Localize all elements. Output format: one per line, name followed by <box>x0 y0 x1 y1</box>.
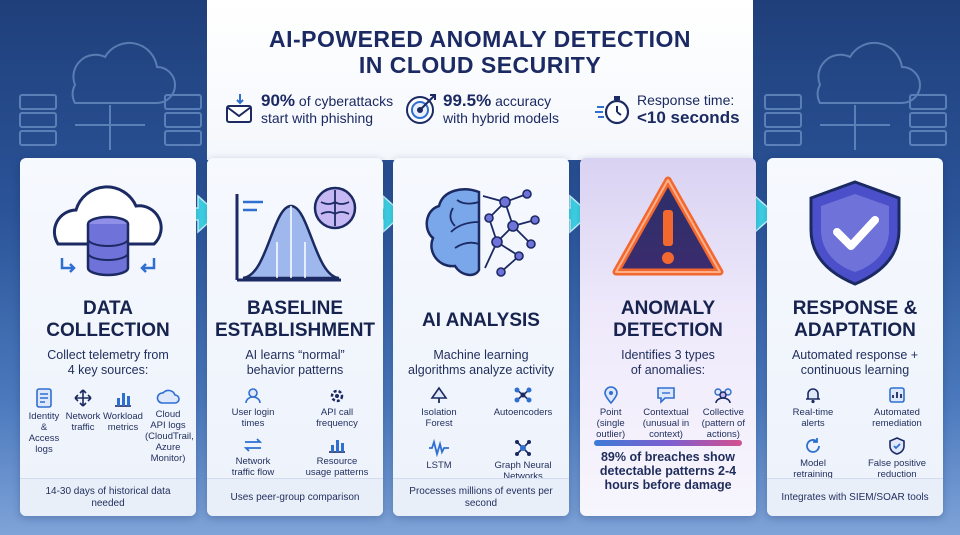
bar-chart-icon <box>115 393 131 407</box>
list-item: Automated remediation <box>857 386 937 429</box>
source-list: Identity & Access logs Network traffic W… <box>24 388 194 464</box>
list-item: API call frequency <box>298 388 376 429</box>
list-item: Real-time alerts <box>773 386 853 429</box>
gear-icon <box>330 389 344 403</box>
stat-response-time: Response time: <10 seconds <box>595 92 740 126</box>
document-icon <box>36 388 52 408</box>
tree-icon <box>430 386 448 403</box>
list-item: False positive reduction <box>857 437 937 480</box>
stopwatch-icon <box>595 96 630 125</box>
panel-baseline-establishment: BASELINE ESTABLISHMENT AI learns “normal… <box>207 158 383 516</box>
brain-network-icon <box>425 188 540 277</box>
server-cloud-background-icon <box>764 41 947 150</box>
pattern-list: User login times API call frequency Netw… <box>211 388 379 478</box>
breach-stat: 89% of breaches show detectable patterns… <box>599 450 737 492</box>
shield-check-icon <box>809 180 901 286</box>
panel-description: Collect telemetry from 4 key sources: <box>47 348 169 377</box>
bell-icon <box>806 388 820 404</box>
list-item: Collective (pattern of actions) <box>696 386 750 440</box>
cloud-icon <box>156 389 180 404</box>
panel-title: DATA COLLECTION <box>46 298 170 341</box>
panel-description: Identifies 3 types of anomalies: <box>621 348 715 377</box>
panel-anomaly-detection: ANOMALY DETECTION Identifies 3 types of … <box>580 158 756 516</box>
gradient-divider <box>594 440 742 446</box>
panel-footer: Integrates with SIEM/SOAR tools <box>767 478 943 516</box>
list-item: Workload metrics <box>103 388 143 464</box>
stat-accuracy: 99.5% accuracy with hybrid models <box>405 92 559 127</box>
list-item: LSTM <box>400 439 478 482</box>
page-title: AI-POWERED ANOMALY DETECTION IN CLOUD SE… <box>268 26 692 78</box>
network-arrows-icon <box>74 389 92 407</box>
nodes-icon <box>514 387 532 403</box>
bar-chart-icon <box>329 440 345 453</box>
bell-curve-brain-icon <box>235 186 357 282</box>
list-item: Cloud API logs (CloudTrail, Azure Monito… <box>145 388 194 464</box>
list-item: Network traffic <box>65 388 101 464</box>
list-item: Autoencoders <box>484 386 562 429</box>
graph-icon <box>515 440 531 456</box>
anomaly-type-list: Point (single outlier) Contextual (unusu… <box>584 386 752 440</box>
response-list: Real-time alerts Automated remediation M… <box>771 386 939 480</box>
cloud-database-icon <box>52 185 163 277</box>
panel-ai-analysis: AI ANALYSIS Machine learning algorithms … <box>393 158 569 516</box>
refresh-icon <box>806 438 820 453</box>
panel-description: AI learns “normal” behavior patterns <box>245 348 345 377</box>
panel-title: RESPONSE & ADAPTATION <box>792 298 918 341</box>
group-icon <box>714 388 733 404</box>
list-item: Identity & Access logs <box>25 388 63 464</box>
list-item: Network traffic flow <box>214 437 292 478</box>
list-item: Resource usage patterns <box>298 437 376 478</box>
algorithm-list: Isolation Forest Autoencoders LSTM Graph… <box>397 386 565 482</box>
server-cloud-background-icon <box>19 41 202 150</box>
panel-description: Machine learning algorithms analyze acti… <box>408 348 554 377</box>
panel-title: AI ANALYSIS <box>422 310 540 331</box>
panel-data-collection: DATA COLLECTION Collect telemetry from 4… <box>20 158 196 516</box>
location-pin-icon <box>603 386 618 404</box>
list-item: Graph Neural Networks <box>484 439 562 482</box>
target-icon <box>406 94 436 124</box>
panel-footer: Processes millions of events per second <box>393 478 569 516</box>
user-login-icon <box>245 388 261 404</box>
panel-footer: 14-30 days of historical data needed <box>20 478 196 516</box>
list-item: User login times <box>214 388 292 429</box>
header-card: AI-POWERED ANOMALY DETECTION IN CLOUD SE… <box>207 0 753 160</box>
panel-response-adaptation: RESPONSE & ADAPTATION Automated response… <box>767 158 943 516</box>
chat-bubble-icon <box>657 387 675 404</box>
panel-description: Automated response + continuous learning <box>791 348 919 377</box>
swap-arrows-icon <box>243 438 263 452</box>
waveform-icon <box>429 439 449 457</box>
list-item: Point (single outlier) <box>586 386 636 440</box>
warning-triangle-icon <box>612 176 724 276</box>
phishing-envelope-icon <box>226 94 252 123</box>
list-item: Contextual (unusual in context) <box>639 386 693 440</box>
stat-phishing: 90% of cyberattacks start with phishing <box>225 92 393 127</box>
panel-footer: Uses peer-group comparison <box>207 478 383 516</box>
panel-title: BASELINE ESTABLISHMENT <box>214 298 376 341</box>
chart-check-icon <box>889 387 905 403</box>
panel-title: ANOMALY DETECTION <box>613 298 723 341</box>
list-item: Model retraining <box>773 437 853 480</box>
shield-icon <box>889 437 905 455</box>
list-item: Isolation Forest <box>400 386 478 429</box>
